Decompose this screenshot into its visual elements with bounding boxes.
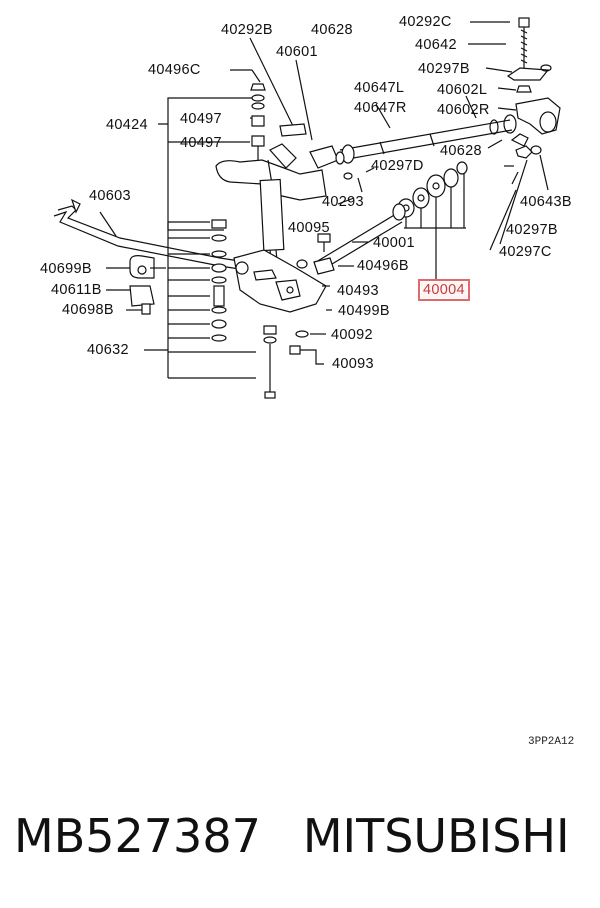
- part-label-40497-lower: 40497: [180, 135, 222, 151]
- part-label-40601: 40601: [276, 44, 318, 60]
- part-label-40297C: 40297C: [499, 244, 552, 260]
- part-label-40628: 40628: [311, 22, 353, 38]
- part-label-40647L: 40647L: [354, 80, 405, 96]
- brand-name: MITSUBISHI: [302, 809, 570, 863]
- part-label-40496B: 40496B: [357, 258, 409, 274]
- part-label-40292C: 40292C: [399, 14, 452, 30]
- part-label-40293: 40293: [322, 194, 364, 210]
- part-label-40297D: 40297D: [371, 158, 424, 174]
- part-label-40602R: 40602R: [437, 102, 490, 118]
- product-footer: MB527387 MITSUBISHI: [14, 806, 594, 866]
- part-label-40699B: 40699B: [40, 261, 92, 277]
- part-label-40093: 40093: [332, 356, 374, 372]
- part-label-40611B: 40611B: [51, 282, 102, 298]
- part-number: MB527387: [14, 809, 261, 863]
- part-label-40499B: 40499B: [338, 303, 390, 319]
- part-label-40497-upper: 40497: [180, 111, 222, 127]
- part-label-40095: 40095: [288, 220, 330, 236]
- part-label-40424: 40424: [106, 117, 148, 133]
- part-label-40632: 40632: [87, 342, 129, 358]
- part-label-40602L: 40602L: [437, 82, 488, 98]
- part-label-40642: 40642: [415, 37, 457, 53]
- part-label-40647R: 40647R: [354, 100, 407, 116]
- part-label-40004-highlighted[interactable]: 40004: [418, 279, 470, 301]
- part-label-40001: 40001: [373, 235, 415, 251]
- part-label-40698B: 40698B: [62, 302, 114, 318]
- part-label-40628-right: 40628: [440, 143, 482, 159]
- part-label-40092: 40092: [331, 327, 373, 343]
- part-label-40297B-top: 40297B: [418, 61, 470, 77]
- part-label-40493: 40493: [337, 283, 379, 299]
- part-label-40643B: 40643B: [520, 194, 572, 210]
- diagram-code: 3PP2A12: [528, 736, 575, 748]
- part-label-40603: 40603: [89, 188, 131, 204]
- part-label-40496C: 40496C: [148, 62, 201, 78]
- part-label-40297B-right: 40297B: [506, 222, 558, 238]
- part-label-40292B: 40292B: [221, 22, 273, 38]
